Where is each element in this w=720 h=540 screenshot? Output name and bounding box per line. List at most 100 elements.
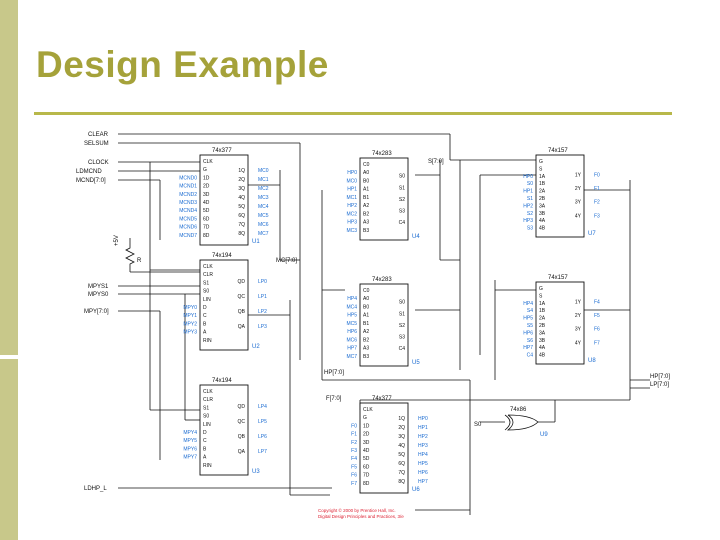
chip-u2-pin: A	[203, 330, 207, 336]
chip-u1-pin: 1Q	[238, 168, 245, 174]
chip-u8-pin: 4Y	[575, 340, 582, 346]
chip-u1-pin: 4D	[203, 200, 210, 206]
output-lp-bus: LP[7:0]	[650, 382, 669, 388]
input-selsum: SELSUM	[84, 141, 109, 147]
chip-u6-pin: 4D	[363, 448, 370, 454]
chip-u1-out-net: MC2	[258, 186, 269, 192]
chip-u6-pin: 5D	[363, 456, 370, 462]
chip-u1-pin: 7Q	[238, 222, 245, 228]
chip-u5-in-net: HP5	[347, 313, 357, 319]
chip-u1-pin: 6Q	[238, 213, 245, 219]
chip-u6-pin: 6D	[363, 464, 370, 470]
chip-u7-pin: 4A	[539, 218, 546, 224]
chip-u1	[199, 154, 249, 246]
chip-u5-in-net: MC6	[346, 337, 357, 343]
chip-u4-in-net: MC0	[346, 178, 357, 184]
chip-u5-in-net: MC7	[346, 354, 357, 360]
chip-u3-pin: QD	[238, 404, 246, 410]
chip-u4-pin: A2	[363, 203, 369, 209]
chip-u6-pin: 8Q	[398, 479, 405, 485]
chip-u6-pin: G	[363, 415, 367, 421]
chip-u3-out-net: LP4	[258, 404, 267, 410]
chip-u2-out-net: LP3	[258, 324, 267, 330]
chip-u1-pin: 8Q	[238, 231, 245, 237]
chip-u3-pin: S0	[203, 414, 209, 420]
chip-u8-pin: 3Y	[575, 327, 582, 333]
chip-u6-in-net: F4	[351, 456, 357, 462]
chip-u4-pin: C0	[363, 162, 370, 168]
chip-u7-id: U7	[588, 231, 596, 237]
input-mpy-bus: MPY[7:0]	[84, 309, 109, 315]
chip-u3-in-net: MPY5	[183, 438, 197, 444]
chip-u2	[199, 259, 249, 351]
chip-u8-out-net: F4	[594, 300, 600, 306]
chip-u6-out-net: HP7	[418, 479, 428, 485]
chip-u7-out-net: F3	[594, 213, 600, 219]
chip-u6-pin: 4Q	[398, 443, 405, 449]
chip-u8-pin: G	[539, 286, 543, 292]
chip-u8-pin: 4A	[539, 345, 546, 351]
chip-u2-pin: QA	[238, 324, 246, 330]
chip-u8-pin: 3B	[539, 338, 546, 344]
chip-u3-pin: D	[203, 430, 207, 436]
chip-u8-out-net: F5	[594, 313, 600, 319]
chip-u4-pin: B2	[363, 211, 369, 217]
chip-u6-out-net: HP4	[418, 452, 428, 458]
chip-u2-pin: CLK	[203, 264, 213, 270]
input-resistor: R	[137, 258, 142, 264]
chip-u3	[199, 384, 249, 476]
chip-u9-part: 74x86	[510, 407, 527, 413]
chip-u1-pin: 8D	[203, 233, 210, 239]
chip-u1-pin: 5D	[203, 208, 210, 214]
chip-u5-pin: A3	[363, 346, 369, 352]
chip-u1-pin: 7D	[203, 225, 210, 231]
chip-u1-pin: CLK	[203, 159, 213, 165]
chip-u4-part: 74x283	[372, 151, 392, 157]
chip-u5	[359, 283, 409, 367]
chip-u3-pin: B	[203, 446, 207, 452]
chip-u7-pin: 3Y	[575, 200, 582, 206]
chip-u6-pin: 7Q	[398, 470, 405, 476]
chip-u4	[359, 157, 409, 241]
chip-u3-in-net: MPY4	[183, 430, 197, 436]
chip-u7-pin: 1B	[539, 181, 546, 187]
chip-u3-pin: QC	[238, 419, 246, 425]
chip-u6-in-net: F1	[351, 432, 357, 438]
chip-u1-out-net: MC6	[258, 222, 269, 228]
chip-u5-pin: C0	[363, 288, 370, 294]
chip-u2-in-net: MPY2	[183, 321, 197, 327]
chip-u1-pin: 6D	[203, 216, 210, 222]
chip-u2-pin: S1	[203, 280, 209, 286]
chip-u4-pin: B1	[363, 195, 369, 201]
chip-u6-pin: 8D	[363, 481, 370, 487]
chip-u1-in-net: MCND3	[179, 200, 197, 206]
chip-u8-pin: 2A	[539, 316, 546, 322]
chip-u8-out-net: F6	[594, 327, 600, 333]
chip-u8-pin: 1Y	[575, 300, 582, 306]
chip-u6-pin: CLK	[363, 407, 373, 413]
chip-u6-out-net: HP3	[418, 443, 428, 449]
chip-u9-id: U9	[540, 432, 548, 438]
chip-u2-out-net: LP2	[258, 309, 267, 315]
chip-u5-in-net: HP7	[347, 346, 357, 352]
chip-u1-id: U1	[252, 239, 260, 245]
chip-u4-pin: S0	[399, 174, 405, 180]
copyright-line-1: Copyright © 2000 by Prentice Hall, Inc.	[318, 507, 396, 513]
chip-u2-pin: D	[203, 305, 207, 311]
chip-u8-id: U8	[588, 358, 596, 364]
chip-u7-pin: G	[539, 159, 543, 165]
chip-u5-pin: S3	[399, 335, 405, 341]
chip-u1-out-net: MC5	[258, 213, 269, 219]
chip-u8-in-net: S6	[527, 338, 533, 344]
chip-u8-pin: 1B	[539, 308, 546, 314]
chip-u6-pin: 5Q	[398, 452, 405, 458]
chip-u6-pin: 3Q	[398, 434, 405, 440]
chip-u4-pin: S3	[399, 209, 405, 215]
chip-u7-in-net: S2	[527, 211, 533, 217]
chip-u1-out-net: MC1	[258, 177, 269, 183]
chip-u1-in-net: MCND1	[179, 184, 197, 190]
chip-u6-out-net: HP1	[418, 425, 428, 431]
chip-u5-pin: A0	[363, 296, 369, 302]
chip-u3-id: U3	[252, 469, 260, 475]
